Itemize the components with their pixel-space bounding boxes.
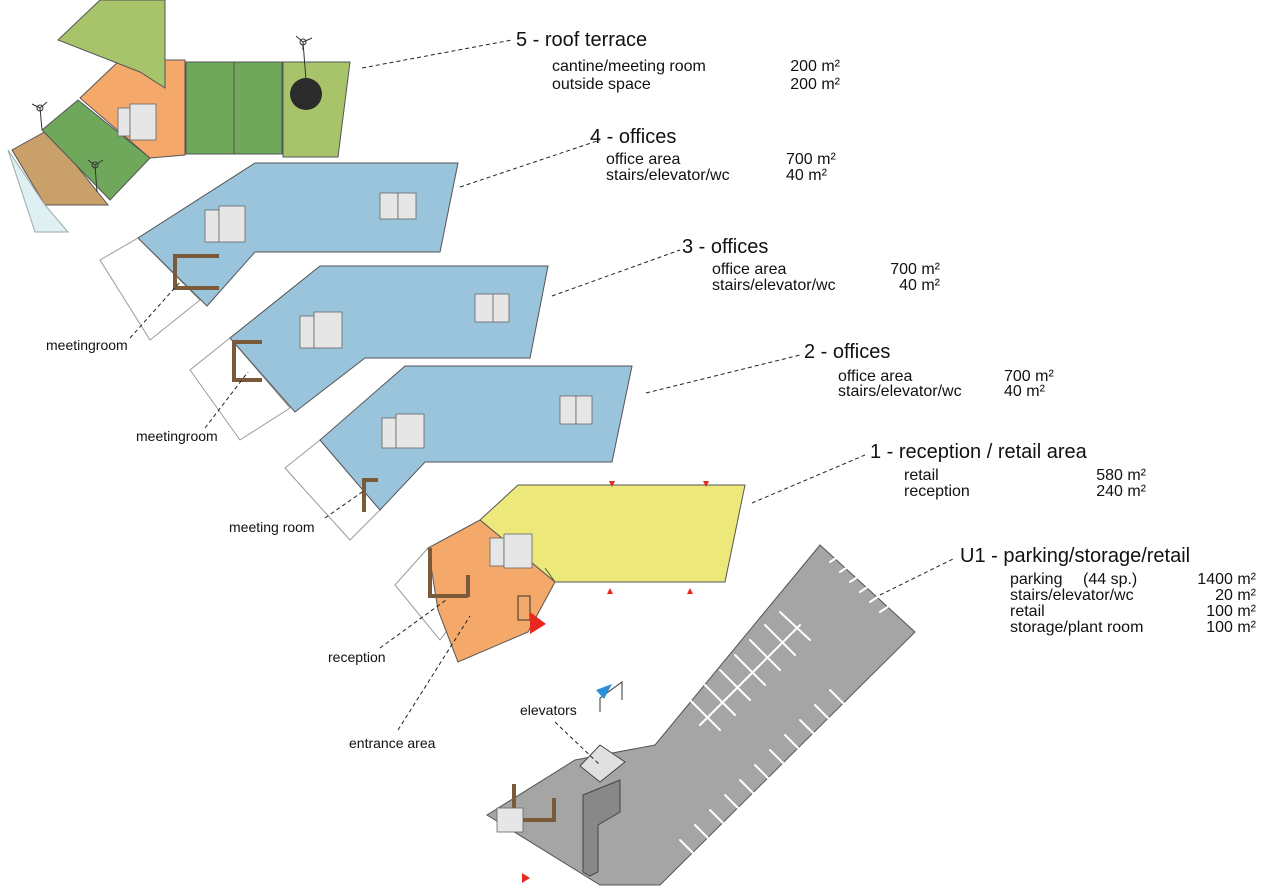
floor-u1-row-3-value: 100 m² [1206,603,1256,620]
level-4-meetingroom-wall [173,254,219,258]
level-3-stairs-core [299,311,343,349]
roof-glass-edge [7,149,70,233]
floor-1-row-2-label: reception [904,483,970,500]
floor-1-row-1-value: 580 m² [1096,467,1146,484]
callout-meeting-room-level-2: meeting room [229,519,315,535]
level-3-ghost-outline [189,337,291,441]
level-2-meetingroom-wall [362,478,378,482]
floor-5-row-1-value: 200 m² [790,58,840,75]
floor-4-row-1-value: 700 m² [786,151,836,168]
roof-green-panel-2 [233,61,283,155]
floor-u1-row-3-label: retail [1010,603,1045,620]
floor-4-table: 4 - offices office area 700 m² stairs/el… [590,126,836,184]
elevator-arrow-icon [596,684,612,699]
retail-area [479,484,746,583]
floor-4-row-1-label: office area [606,151,681,168]
floor-3-row-1-value: 700 m² [890,261,940,278]
floor-4-title: 4 - offices [590,126,676,148]
roof-green-panel-1 [185,61,235,155]
retail-access-markers [607,481,709,594]
elevator-marker [596,681,623,712]
level-2-floor [319,365,633,511]
parking-ramp-walls [582,779,621,877]
floor-4-row-2-label: stairs/elevator/wc [606,167,730,184]
floor-4-row-2-value: 40 m² [786,167,828,184]
floor-2-title: 2 - offices [804,341,890,363]
floor-u1-row-4-value: 100 m² [1206,619,1256,636]
entrance-arrow-icon [530,612,546,634]
floor-u1-row-1-label: parking [1010,571,1062,588]
floor-2-table: 2 - offices office area 700 m² stairs/el… [804,341,1054,400]
level-1-plan [394,481,746,663]
floor-1-title: 1 - reception / retail area [870,441,1088,463]
floor-5-title: 5 - roof terrace [516,29,647,51]
level-4-floor [137,162,459,307]
floor-1-row-2-value: 240 m² [1096,483,1146,500]
floor-u1-row-2-value: 20 m² [1215,587,1257,604]
roof-green-top [57,0,166,89]
floor-2-row-2-value: 40 m² [1004,383,1046,400]
floor-1-table: 1 - reception / retail area retail 580 m… [870,441,1147,500]
level-2-stairs-east [559,395,593,425]
level-3-floor [229,265,549,413]
floor-2-row-2-label: stairs/elevator/wc [838,383,962,400]
floor-2-row-1-value: 700 m² [1004,368,1054,385]
floor-u1-table: U1 - parking/storage/retail parking (44 … [960,545,1257,636]
floor-3-row-2-label: stairs/elevator/wc [712,277,836,294]
roof-terrace-plan [7,0,351,233]
level-3-stairs-east [474,293,510,323]
level-4-stairs-core [204,205,246,243]
level-2-stairs-core [381,413,425,449]
parking-service-core [579,744,626,783]
roof-stairs [117,103,157,141]
floor-3-row-1-label: office area [712,261,787,278]
floor-5-row-2-label: outside space [552,76,651,93]
floor-1-row-1-label: retail [904,467,939,484]
level-4-stairs-east [379,192,417,220]
floor-5-row-1-label: cantine/meeting room [552,58,706,75]
u1-retail-wall [512,784,516,822]
floor-5-table: 5 - roof terrace cantine/meeting room 20… [516,29,841,93]
floor-u1-row-2-label: stairs/elevator/wc [1010,587,1134,604]
level-1-stairs-core [489,533,533,569]
callout-labels: meetingroom meetingroom meeting room rec… [46,337,577,751]
level-3-plan [189,265,549,441]
callout-entrance-area: entrance area [349,735,436,751]
floor-5-row-2-value: 200 m² [790,76,840,93]
reception-wall [428,548,432,598]
callout-elevators: elevators [520,702,577,718]
floor-3-row-2-value: 40 m² [899,277,941,294]
leader-lines [129,39,956,766]
floor-u1-title: U1 - parking/storage/retail [960,545,1190,567]
floor-2-row-1-label: office area [838,368,913,385]
floor-3-table: 3 - offices office area 700 m² stairs/el… [682,236,941,294]
floor-u1-row-1-value: 1400 m² [1197,571,1256,588]
callout-meetingroom-level-3: meetingroom [136,428,218,444]
parking-space-markings [679,551,896,871]
level-4-plan [99,162,459,341]
floor-3-title: 3 - offices [682,236,768,258]
u1-access-marker [522,873,530,883]
u1-stairs [496,807,524,833]
entrance-door [517,595,531,621]
level-3-meetingroom-wall [232,340,262,344]
roof-green-right [282,61,351,158]
water-tank-icon [290,78,322,110]
wind-turbine-icon [31,35,313,193]
callout-reception: reception [328,649,386,665]
roof-tan-deck [11,129,110,206]
floor-u1-row-4-label: storage/plant room [1010,619,1143,636]
floor-u1-row-1-extra: (44 sp.) [1083,571,1137,588]
callout-meetingroom-level-4: meetingroom [46,337,128,353]
level-2-plan [284,365,633,541]
u1-parking-plan [486,544,916,886]
